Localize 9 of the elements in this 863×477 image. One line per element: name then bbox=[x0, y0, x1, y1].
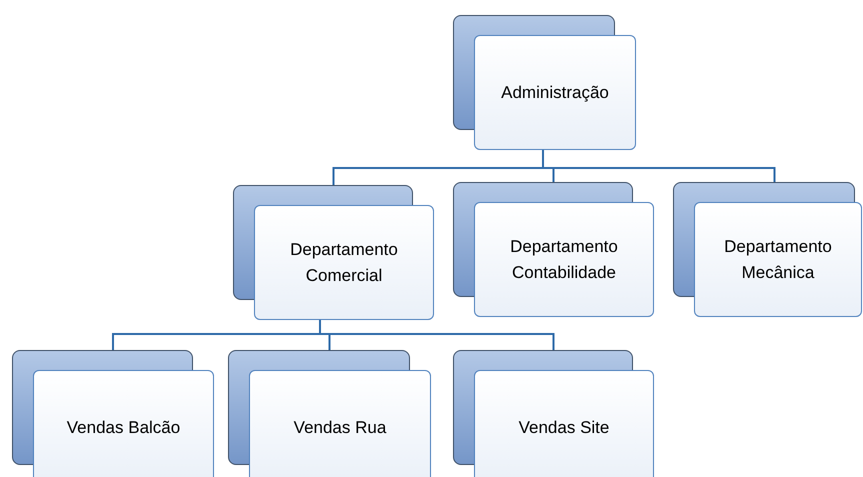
box-label: Departamento Comercial bbox=[289, 238, 399, 286]
box-label: Departamento Mecânica bbox=[723, 236, 833, 284]
box-label: Departamento Contabilidade bbox=[509, 236, 619, 284]
box-label: Vendas Site bbox=[518, 416, 610, 438]
box-label: Administração bbox=[501, 82, 609, 104]
box-label: Vendas Rua bbox=[294, 416, 386, 438]
connector-line bbox=[319, 320, 554, 350]
box-label: Vendas Balcão bbox=[66, 416, 180, 438]
connector-line bbox=[542, 150, 776, 182]
